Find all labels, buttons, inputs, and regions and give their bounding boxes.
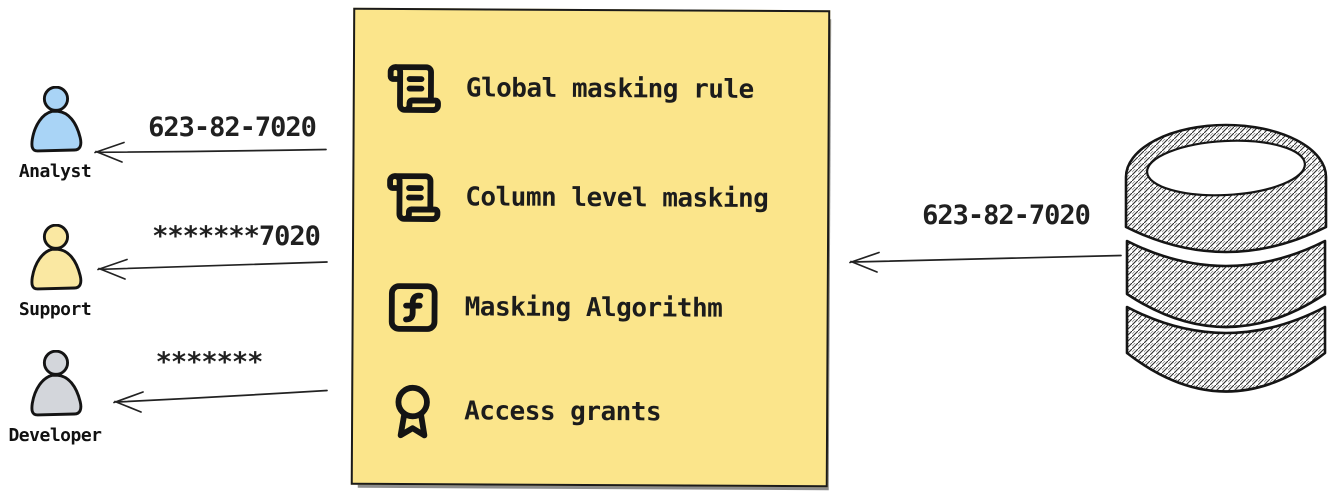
value-to-support: *******7020 [152, 221, 321, 252]
mask-item-label: Column level masking [465, 182, 769, 214]
value-to-analyst: 623-82-7020 [148, 112, 317, 143]
mask-item-masking-algorithm: Masking Algorithm [385, 277, 723, 339]
scroll-text-icon [387, 172, 441, 222]
arrow-to-analyst [94, 141, 327, 163]
value-to-developer: ******* [155, 347, 264, 378]
mask-item-label: Access grants [464, 396, 662, 428]
arrow-to-developer [113, 389, 328, 413]
arrow-to-support [97, 258, 328, 280]
mask-item-column-masking: Column level masking [385, 167, 768, 229]
value-from-database: 623-82-7020 [922, 200, 1091, 231]
masking-box: Global masking rule Column level masking… [350, 7, 831, 488]
person-icon [30, 350, 83, 417]
function-square-icon [388, 282, 438, 332]
actor-label: Analyst [18, 161, 92, 182]
actor-developer: Developer [0, 350, 110, 446]
actor-label: Developer [8, 425, 102, 446]
mask-item-global-rule: Global masking rule [386, 58, 754, 120]
scroll-text-icon [387, 63, 441, 113]
actor-label: Support [18, 299, 92, 320]
mask-item-label: Global masking rule [465, 73, 754, 105]
award-icon [395, 384, 430, 438]
person-icon [30, 86, 83, 153]
actor-analyst: Analyst [0, 86, 110, 182]
arrow-database-to-box [849, 251, 1122, 273]
person-icon [30, 224, 83, 291]
mask-item-access-grants: Access grants [384, 381, 661, 442]
mask-item-label: Masking Algorithm [464, 292, 723, 324]
database-cylinder-icon [1124, 123, 1328, 393]
actor-support: Support [0, 224, 110, 320]
